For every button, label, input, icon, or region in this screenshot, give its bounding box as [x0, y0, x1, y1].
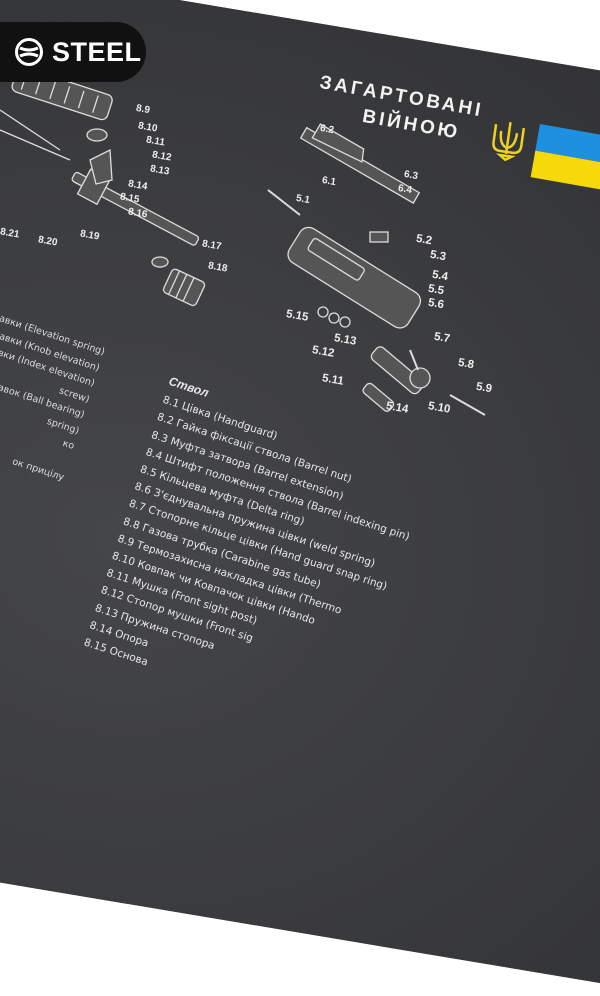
part-label: 8.9: [135, 102, 151, 117]
logo-text: STEEL: [52, 36, 142, 67]
part-label: 5.8: [457, 356, 475, 372]
part-label: 5.1: [295, 192, 311, 207]
trident-icon: [492, 122, 526, 162]
part-label: 6.4: [397, 182, 413, 197]
part-label: 5.4: [431, 268, 449, 284]
part-label: 6.1: [321, 174, 337, 189]
part-label: 6.3: [403, 168, 419, 183]
part-label: 5.5: [427, 282, 445, 298]
steel-emblem-icon: [15, 38, 43, 66]
part-label: 5.7: [433, 330, 451, 346]
part-label: 6.2: [319, 122, 335, 137]
brand-logo: STEEL: [0, 22, 146, 82]
part-label: 5.2: [415, 232, 433, 248]
part-label: 5.9: [475, 380, 493, 396]
exploded-diagram: [0, 66, 486, 416]
part-label: 5.3: [429, 248, 447, 264]
part-label: 5.6: [427, 296, 445, 312]
